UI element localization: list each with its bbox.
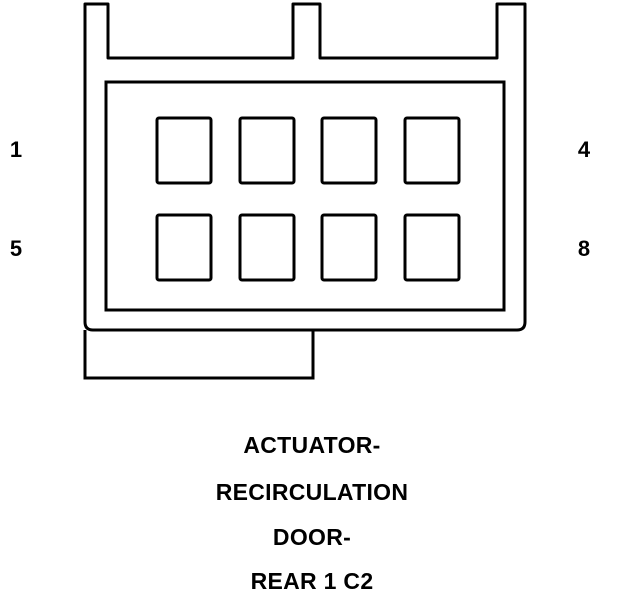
pin-label-4: 4 [577,137,591,162]
pin-cavity-2 [238,116,296,185]
pin-cavity-8 [403,213,461,282]
pin-cavity-5 [155,213,213,282]
pin-cavity-3 [320,116,378,185]
pin-cavity-4 [403,116,461,185]
pin-cavity-6 [238,213,296,282]
pin-cavity-7 [320,213,378,282]
locking-tab [83,330,315,380]
pin-label-1: 1 [9,137,23,162]
connector-caption-line-1: ACTUATOR- [243,432,381,458]
pin-label-8: 8 [577,236,591,261]
connector-caption-line-3: DOOR- [272,524,352,550]
connector-caption-line-2: RECIRCULATION [215,479,409,505]
pin-cavity-1 [155,116,213,185]
pin-label-5: 5 [9,236,23,261]
connector-caption-line-4: REAR 1 C2 [250,568,374,594]
